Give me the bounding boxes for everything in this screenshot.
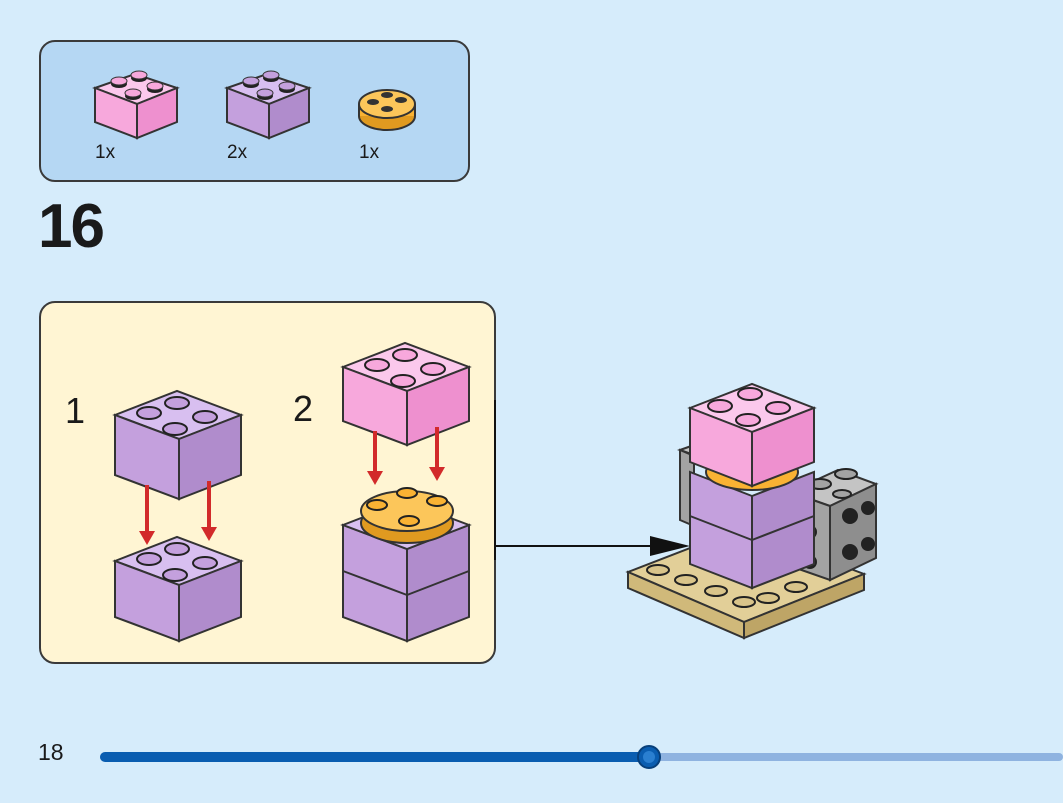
parts-list-panel: 1x 2x 1x xyxy=(39,40,470,182)
page-number: 18 xyxy=(38,739,64,765)
substep-number: 1 xyxy=(65,390,86,431)
callout-arrow xyxy=(494,536,690,556)
progress-fill xyxy=(100,752,649,762)
step-number: 16 xyxy=(38,192,105,261)
lavender-brick-icon xyxy=(224,70,312,140)
part-qty: 1x xyxy=(359,142,380,163)
substep-2-illustration xyxy=(340,341,472,643)
substeps-panel: 1 2 xyxy=(39,301,496,664)
part-qty: 2x xyxy=(227,142,248,163)
substep-number: 2 xyxy=(293,388,314,429)
progress-marker-inner xyxy=(643,751,655,763)
progress-bar xyxy=(100,745,1063,769)
substep-1-illustration xyxy=(112,389,244,643)
part-qty: 1x xyxy=(95,142,116,163)
pink-brick-icon xyxy=(92,70,180,140)
callout-bracket xyxy=(494,400,496,560)
assembled-model-illustration xyxy=(625,382,879,640)
orange-round-plate-icon xyxy=(358,89,416,131)
